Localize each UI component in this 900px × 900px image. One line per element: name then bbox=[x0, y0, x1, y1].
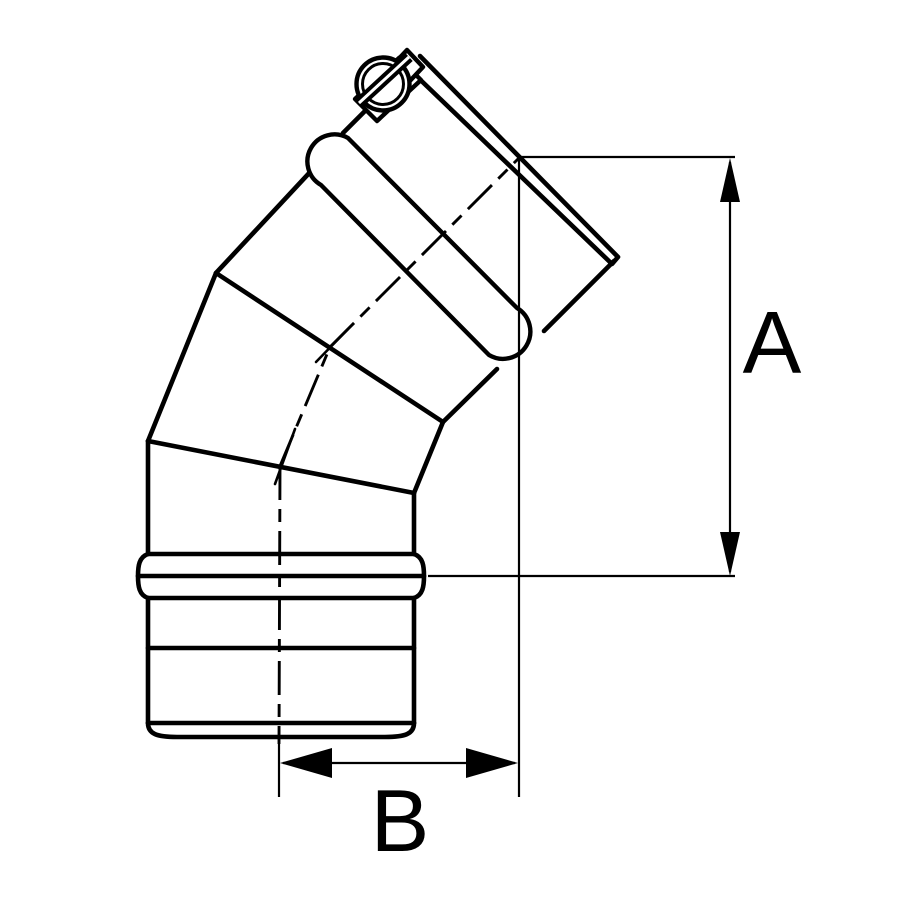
locking-band bbox=[305, 132, 533, 361]
dim-a-arrowhead-up bbox=[720, 158, 740, 202]
outlet-wall-right bbox=[440, 366, 500, 425]
clamp-screw bbox=[352, 47, 426, 124]
outlet-section-45deg bbox=[213, 53, 621, 425]
dim-a-arrowhead-down bbox=[720, 532, 740, 576]
outlet-collar-right-edge bbox=[541, 258, 617, 334]
socket-bottom-cap bbox=[145, 720, 417, 740]
gore-wall-left bbox=[145, 270, 219, 444]
dim-b-label: B bbox=[371, 771, 430, 870]
middle-gore-segment bbox=[145, 270, 446, 496]
screw-shaft-highlight bbox=[357, 55, 411, 105]
centerline-tick-upper-joint bbox=[314, 327, 350, 364]
dimension-a: A bbox=[428, 155, 802, 578]
dim-b-arrowhead-right bbox=[466, 748, 518, 778]
outlet-wall-left bbox=[213, 167, 315, 276]
dim-b-arrowhead-left bbox=[280, 748, 332, 778]
screw-head-inner-circle bbox=[361, 62, 405, 106]
centerline-vertical bbox=[277, 465, 282, 745]
centerlines bbox=[273, 156, 521, 745]
centerline-outlet-45deg bbox=[328, 156, 521, 349]
dim-a-label: A bbox=[743, 293, 802, 392]
dimension-b: B bbox=[277, 158, 521, 870]
centerline-tick-lower-joint bbox=[273, 427, 297, 486]
elbow-pipe bbox=[135, 47, 621, 740]
gore-wall-right bbox=[411, 419, 446, 496]
socket-section-vertical bbox=[135, 438, 427, 740]
